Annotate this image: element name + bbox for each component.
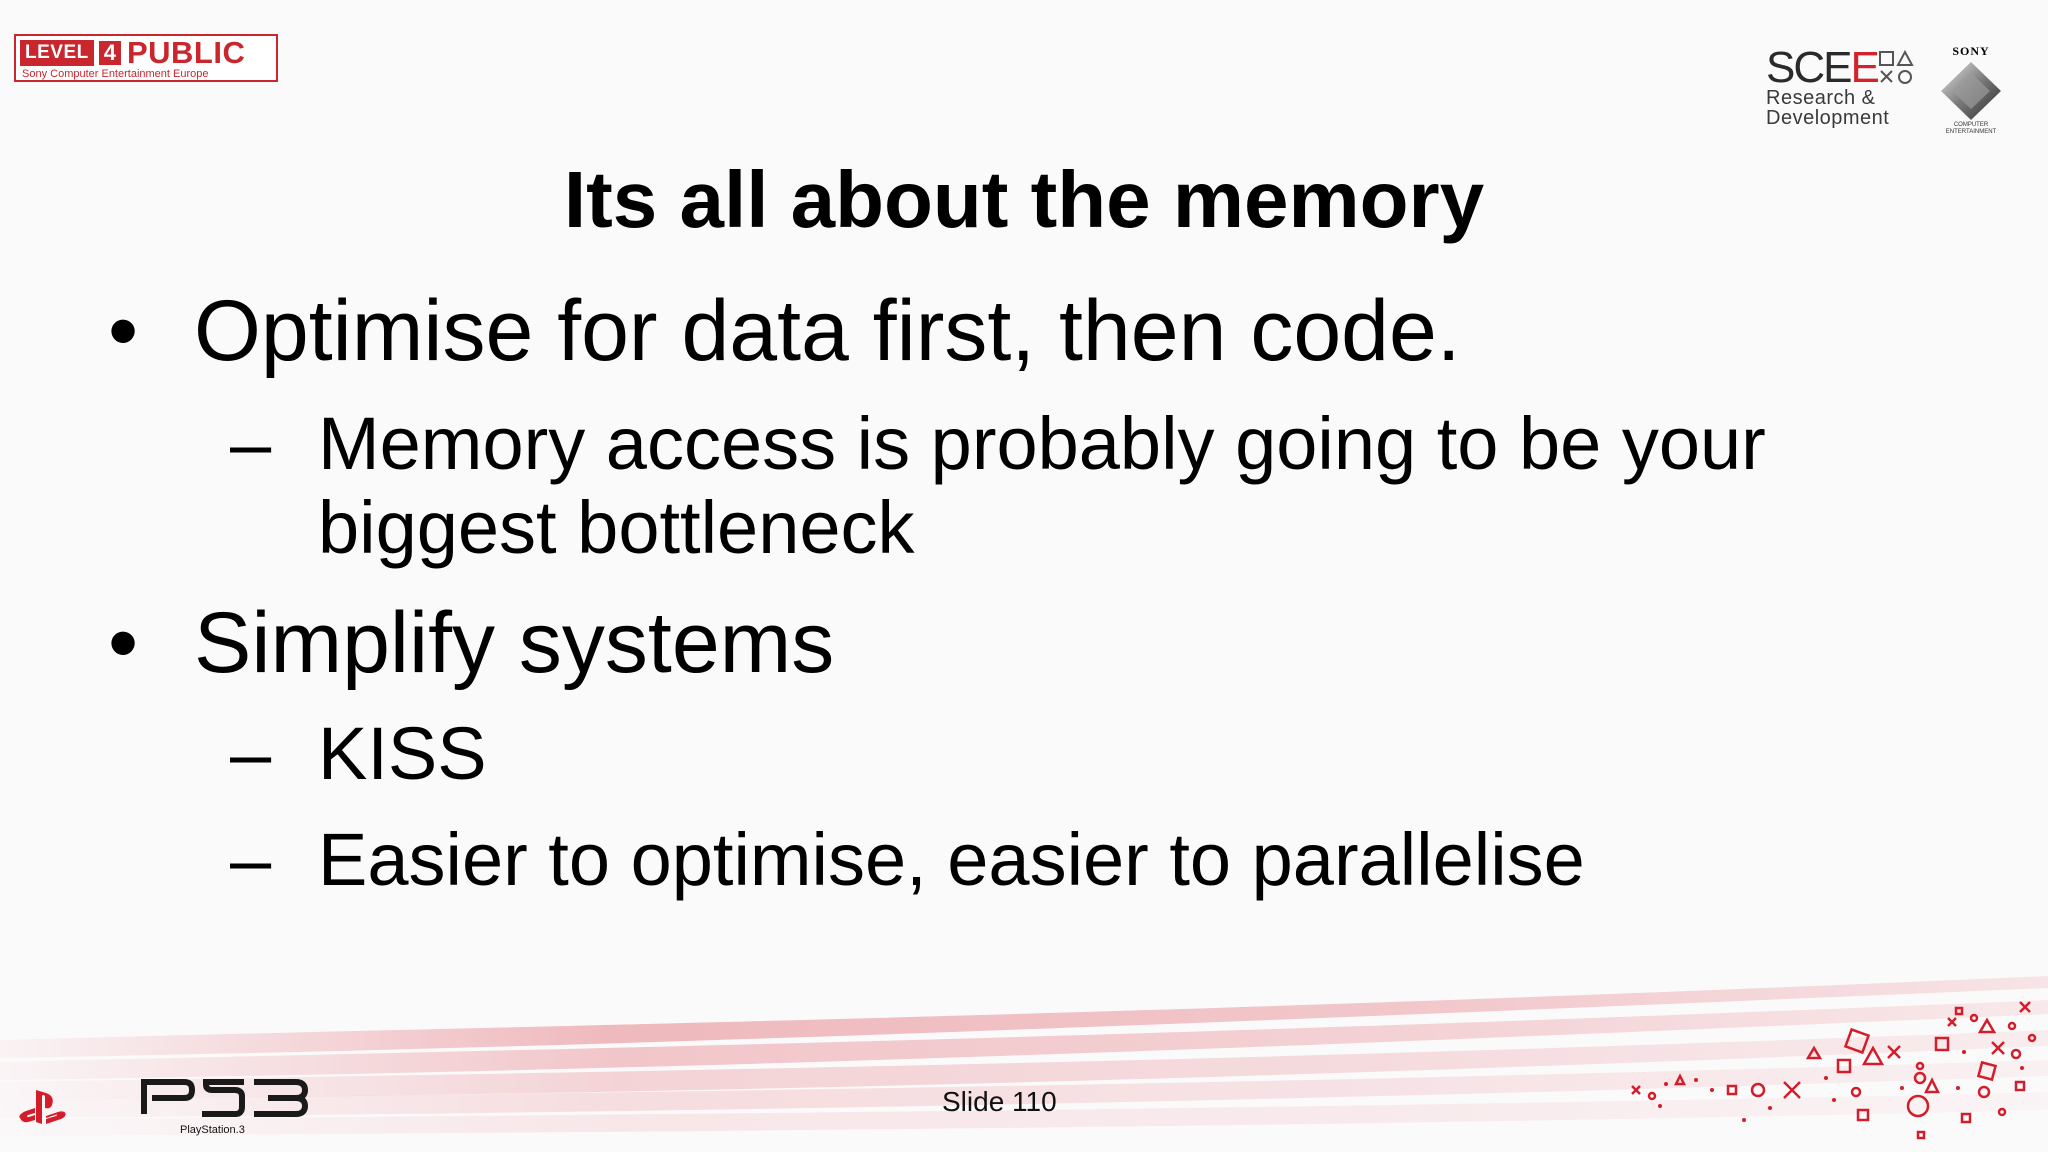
bullet-text: Simplify systems — [194, 595, 835, 691]
ps3-logo: PlayStation.3 — [140, 1076, 310, 1144]
slide-number: Slide 110 — [942, 1086, 1057, 1117]
bullet-marker: • — [108, 595, 139, 691]
sony-diamond-icon — [1941, 62, 2001, 120]
bullet-text: Optimise for data first, then code. — [194, 283, 1461, 379]
badge-classification: PUBLIC — [126, 35, 246, 70]
scee-name-black: SCE — [1766, 43, 1852, 92]
playstation-shapes-pattern-icon — [1631, 1001, 2037, 1140]
playstation-logo-icon — [19, 1090, 66, 1124]
slide-title: Its all about the memory — [563, 155, 1485, 244]
bullet-marker: • — [108, 283, 139, 379]
sony-caption-line2: ENTERTAINMENT — [1945, 129, 1997, 135]
bullet-item: • Simplify systems — [108, 598, 834, 688]
sub-bullet-text: Memory access is probably going to be yo… — [318, 402, 1766, 569]
scee-rd-logo: SCEE Research & Development — [1766, 46, 1916, 130]
sub-bullet-marker: – — [230, 818, 272, 901]
ps3-caption: PlayStation.3 — [180, 1124, 245, 1136]
sub-bullet-item: – Memory access is probably going to be … — [230, 402, 1938, 570]
playstation-symbols-icon — [1879, 50, 1914, 84]
scee-name-red: E — [1850, 43, 1879, 92]
ps3-wordmark-icon — [141, 1079, 309, 1117]
sub-bullet-text: KISS — [318, 712, 487, 795]
sub-bullet-text: Easier to optimise, easier to parallelis… — [318, 818, 1585, 901]
bullet-item: • Optimise for data first, then code. — [108, 286, 1461, 376]
sony-computer-entertainment-logo: SONY COMPUTER ENTERTAINMENT — [1936, 44, 2006, 136]
sony-wordmark: SONY — [1952, 44, 1990, 58]
sony-caption-line1: COMPUTER — [1953, 122, 1989, 128]
level4-public-badge: LEVEL 4 PUBLIC Sony Computer Entertainme… — [14, 34, 278, 82]
sub-bullet-item: – KISS — [230, 712, 1938, 796]
red-wave-band — [0, 976, 2048, 1136]
badge-level-number: 4 — [96, 41, 121, 65]
badge-company: Sony Computer Entertainment Europe — [22, 68, 209, 80]
sub-bullet-marker: – — [230, 712, 272, 795]
badge-level-word: LEVEL — [20, 40, 94, 66]
scee-division-line1: Research & — [1766, 87, 1876, 109]
sub-bullet-item: – Easier to optimise, easier to parallel… — [230, 818, 1938, 902]
sub-bullet-marker: – — [230, 402, 272, 485]
scee-division-line2: Development — [1766, 107, 1890, 129]
